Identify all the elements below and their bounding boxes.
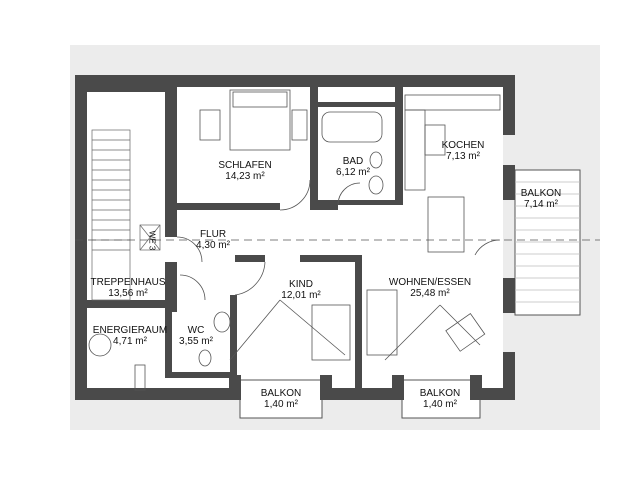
unit-marker: WE 3 — [147, 230, 157, 251]
doors — [176, 179, 501, 301]
balcony-right — [514, 169, 581, 316]
walls — [75, 75, 515, 400]
stairs — [91, 129, 161, 301]
interior — [87, 87, 503, 388]
furniture — [88, 89, 501, 391]
